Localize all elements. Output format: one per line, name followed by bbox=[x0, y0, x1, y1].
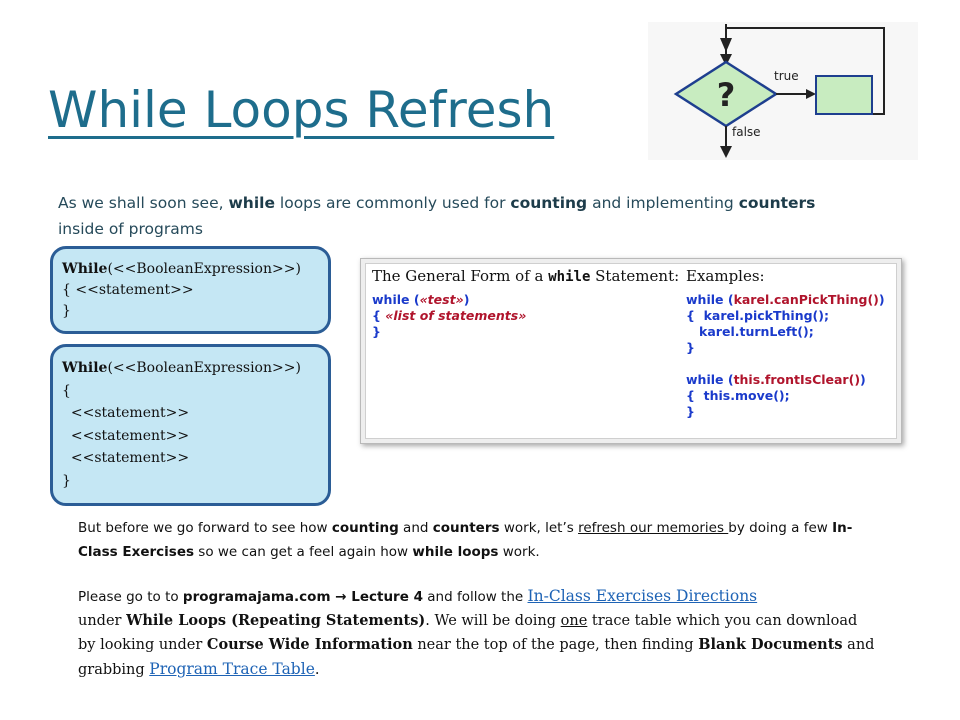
heading-part: The General Form of a bbox=[372, 267, 549, 285]
text-part: Please go to to bbox=[78, 589, 183, 605]
heading-keyword: while bbox=[548, 269, 591, 285]
text-part: . bbox=[314, 662, 320, 678]
code-line: } bbox=[62, 303, 71, 319]
example-line: { this.move(); bbox=[686, 388, 790, 403]
example-line: karel.turnLeft(); bbox=[686, 324, 814, 339]
intro-bold-while: while bbox=[228, 194, 275, 212]
example-line: { karel.pickThing(); bbox=[686, 308, 829, 323]
bold-while-loops: while loops bbox=[412, 544, 499, 560]
text-part: and follow the bbox=[422, 589, 528, 605]
text-part: work. bbox=[498, 544, 540, 560]
code-header-line: While(<<BooleanExpression>>) bbox=[62, 357, 318, 380]
paragraph-refresh: But before we go forward to see how coun… bbox=[78, 516, 868, 564]
intro-text-part: loops are commonly used for bbox=[274, 194, 511, 212]
intro-text-part: and implementing bbox=[587, 194, 739, 212]
bold-while-loops-section: While Loops (Repeating Statements) bbox=[126, 612, 426, 629]
code-part: while ( bbox=[686, 292, 734, 307]
general-form-code: while («test»){ «list of statements»} bbox=[372, 292, 526, 340]
example-line: while (karel.canPickThing()) bbox=[686, 292, 885, 308]
examples-heading: Examples: bbox=[686, 267, 765, 285]
text-part: by doing a few bbox=[728, 520, 833, 536]
code-line: <<statement>> bbox=[62, 450, 190, 466]
bold-lecture: Lecture 4 bbox=[351, 589, 423, 605]
text-part: . We will be doing bbox=[425, 613, 561, 629]
program-trace-table-link[interactable]: Program Trace Table bbox=[149, 660, 315, 678]
general-form-image: The General Form of a while Statement: E… bbox=[360, 258, 902, 444]
examples-code: while (karel.canPickThing()){ karel.pick… bbox=[686, 292, 885, 420]
code-keyword-while: While bbox=[62, 261, 108, 277]
code-line: { bbox=[62, 382, 71, 399]
underlined-refresh: refresh our memories bbox=[578, 520, 729, 536]
instructions-serif: under While Loops (Repeating Statements)… bbox=[78, 612, 875, 678]
text-part: so we can get a feel again how bbox=[194, 544, 413, 560]
paragraph-instructions: Please go to to programajama.com → Lectu… bbox=[78, 584, 878, 682]
while-syntax-box-multi: While(<<BooleanExpression>>) { <<stateme… bbox=[50, 344, 331, 506]
code-line: <<statement>> bbox=[62, 405, 190, 421]
intro-text-part: inside of programs bbox=[58, 220, 203, 238]
code-part: ) bbox=[860, 372, 866, 387]
underlined-one: one bbox=[560, 613, 588, 629]
code-condition: (<<BooleanExpression>>) bbox=[107, 261, 301, 277]
code-part: ) bbox=[878, 292, 885, 307]
code-part: { bbox=[372, 308, 386, 323]
text-part: But before we go forward to see how bbox=[78, 520, 332, 536]
bold-course-wide-info: Course Wide Information bbox=[206, 636, 413, 653]
code-condition: karel.canPickThing() bbox=[733, 292, 879, 307]
arrow-icon: → bbox=[330, 589, 352, 605]
slide-title: While Loops Refresh bbox=[48, 81, 555, 139]
form-line: { «list of statements» bbox=[372, 308, 526, 324]
example-line: } bbox=[686, 404, 695, 419]
code-keyword-while: While bbox=[62, 360, 108, 376]
loop-arrowhead bbox=[720, 38, 732, 52]
bold-counting: counting bbox=[331, 520, 399, 536]
decision-question-mark: ? bbox=[717, 76, 736, 114]
code-part: while ( bbox=[686, 372, 734, 387]
text-part: work, let’s bbox=[499, 520, 579, 536]
entry-arrowhead bbox=[720, 54, 732, 66]
code-placeholder: «list of statements» bbox=[385, 308, 527, 323]
form-line: } bbox=[372, 324, 381, 339]
form-line: while («test») bbox=[372, 292, 526, 308]
true-label: true bbox=[774, 69, 799, 83]
code-header-line: While(<<BooleanExpression>>) bbox=[62, 259, 318, 280]
bold-site: programajama.com bbox=[182, 589, 331, 605]
code-line: <<statement>> bbox=[62, 427, 190, 444]
text-part: under bbox=[78, 613, 127, 629]
false-label: false bbox=[732, 125, 761, 139]
code-condition: this.frontIsClear() bbox=[733, 372, 861, 387]
intro-text: As we shall soon see, while loops are co… bbox=[58, 190, 838, 242]
code-condition: (<<BooleanExpression>>) bbox=[107, 360, 301, 376]
example-line: while (this.frontIsClear()) bbox=[686, 372, 885, 388]
bold-counters: counters bbox=[432, 520, 500, 536]
text-part: trace table which you can download by lo… bbox=[78, 613, 858, 653]
bold-in-class-exercises: In-Class Exercises bbox=[78, 520, 853, 560]
general-form-heading: The General Form of a while Statement: bbox=[372, 267, 679, 285]
intro-text-part: As we shall soon see, bbox=[58, 194, 229, 212]
intro-bold-counting: counting bbox=[510, 194, 588, 212]
code-part: ) bbox=[463, 292, 470, 307]
intro-bold-counters: counters bbox=[738, 194, 816, 212]
while-loop-flowchart: ? true false bbox=[648, 22, 918, 160]
example-line: } bbox=[686, 340, 695, 355]
code-line: { <<statement>> bbox=[62, 282, 194, 298]
code-line: } bbox=[62, 472, 71, 489]
text-part: and grabbing bbox=[78, 637, 875, 678]
bold-blank-documents: Blank Documents bbox=[698, 636, 843, 653]
code-placeholder: «test» bbox=[419, 292, 464, 307]
in-class-exercises-link[interactable]: In-Class Exercises Directions bbox=[527, 587, 758, 605]
while-syntax-box-single: While(<<BooleanExpression>>) { <<stateme… bbox=[50, 246, 331, 334]
code-part: while ( bbox=[372, 292, 420, 307]
text-part: near the top of the page, then finding bbox=[412, 637, 699, 653]
heading-part: Statement: bbox=[590, 267, 680, 285]
statement-box bbox=[815, 75, 873, 115]
text-part: and bbox=[398, 520, 433, 536]
